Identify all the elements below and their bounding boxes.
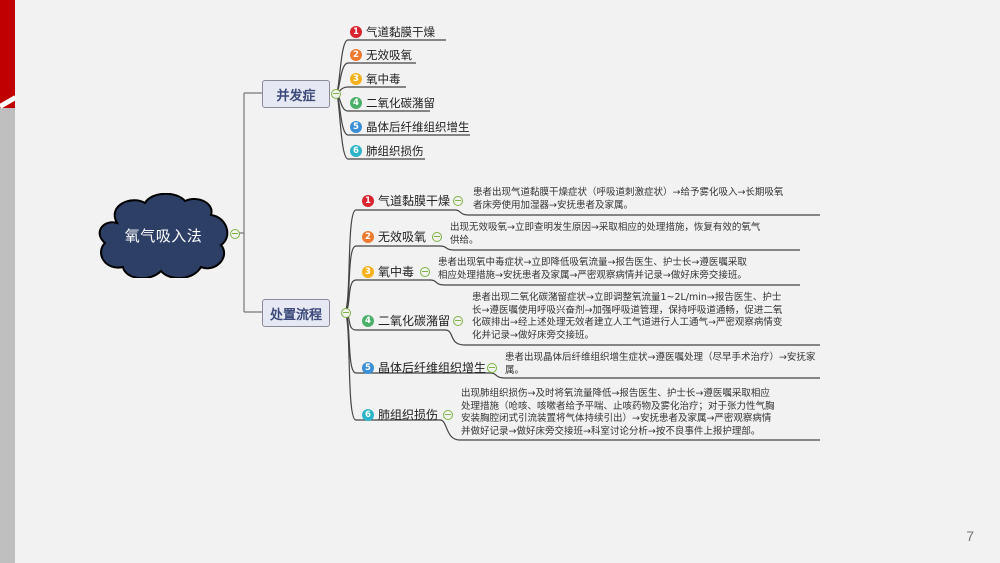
item-label: 二氧化碳潴留 [378, 314, 451, 328]
desc-line: 长→遵医嘱使用呼吸兴奋剂→加强呼吸道管理，保持呼吸道通畅，促进二氧 [472, 304, 783, 316]
branch-label: 处置流程 [269, 307, 322, 323]
desc-line: 化碳排出→经上述处理无效者建立人工气道进行人工通气→严密观察病情变 [472, 317, 783, 328]
number-4-icon: 4 [350, 97, 362, 109]
desc-line: 安装胸腔闭式引流装置将气体持续引出）→安抚患者及家属→严密观察病情 [461, 413, 772, 424]
number-6-icon: 6 [350, 145, 362, 157]
collapse-toggle-icon[interactable] [341, 308, 351, 318]
desc-line: 患者出现晶体后纤维组织增生症状→遵医嘱处理（尽早手术治疗）→安抚家 [505, 352, 816, 363]
complication-item[interactable]: 5 晶体后纤维组织增生 [350, 119, 470, 135]
item-label: 肺组织损伤 [378, 408, 439, 422]
branch-complications[interactable]: 并发症 [262, 80, 330, 108]
complication-item[interactable]: 6 肺组织损伤 [350, 143, 424, 159]
number-3-icon: 3 [362, 265, 374, 278]
complication-item[interactable]: 1 气道黏膜干燥 [350, 24, 435, 40]
desc-line: 患者出现气道黏膜干燥症状（呼吸道刺激症状）→给予雾化吸入→长期吸氧 [473, 187, 784, 198]
procedure-item[interactable]: 6 肺组织损伤 [362, 406, 438, 423]
procedure-description: 患者出现氧中毒症状→立即降低吸氧流量→报告医生、护士长→遵医嘱采取 相应处理措施… [438, 257, 747, 282]
item-label: 氧中毒 [378, 265, 415, 279]
number-1-icon: 1 [362, 194, 374, 207]
collapse-toggle-icon[interactable] [453, 316, 463, 326]
cloud-shape [98, 193, 229, 278]
desc-line: 处理措施（呛咳、咳嗽者给予平喘、止咳药物及雾化治疗；对于张力性气胸 [461, 400, 775, 412]
procedure-item[interactable]: 5 晶体后纤维组织增生 [362, 359, 486, 376]
collapse-toggle-icon[interactable] [331, 89, 341, 99]
decorative-red-bar [0, 0, 15, 115]
page-number: 7 [966, 528, 974, 544]
complication-item[interactable]: 4 二氧化碳潴留 [350, 95, 435, 111]
desc-line: 患者出现二氧化碳潴留症状→立即调整氧流量1~2L/min→报告医生、护士 [472, 292, 782, 303]
desc-line: 出现肺组织损伤→及时将氧流量降低→报告医生、护士长→遵医嘱采取相应 [461, 388, 770, 399]
item-label: 气道黏膜干燥 [378, 194, 451, 208]
item-label: 无效吸氧 [378, 230, 427, 244]
desc-line: 患者出现氧中毒症状→立即降低吸氧流量→报告医生、护士长→遵医嘱采取 [438, 257, 747, 268]
number-3-icon: 3 [350, 73, 362, 85]
number-4-icon: 4 [362, 314, 374, 327]
item-label: 氧中毒 [366, 72, 401, 86]
procedure-item[interactable]: 4 二氧化碳潴留 [362, 312, 450, 329]
number-5-icon: 5 [362, 361, 374, 374]
procedure-description: 出现无效吸氧→立即查明发生原因→采取相应的处理措施，恢复有效的氧气 供给。 [450, 222, 760, 247]
procedure-item[interactable]: 2 无效吸氧 [362, 228, 426, 245]
number-5-icon: 5 [350, 121, 362, 133]
desc-line: 相应处理措施→安抚患者及家属→严密观察病情并记录→做好床旁交接班。 [438, 269, 747, 281]
procedure-description: 患者出现气道黏膜干燥症状（呼吸道刺激症状）→给予雾化吸入→长期吸氧 者床旁使用加… [473, 187, 783, 212]
collapse-toggle-icon[interactable] [443, 410, 453, 420]
root-label: 氧气吸入法 [124, 227, 203, 245]
desc-line: 属。 [505, 364, 525, 376]
item-label: 晶体后纤维组织增生 [366, 120, 470, 134]
branch-label: 并发症 [276, 88, 316, 104]
item-label: 晶体后纤维组织增生 [378, 361, 487, 375]
procedure-item[interactable]: 1 气道黏膜干燥 [362, 192, 450, 209]
number-2-icon: 2 [362, 230, 374, 243]
number-1-icon: 1 [350, 26, 362, 38]
desc-line: 出现无效吸氧→立即查明发生原因→采取相应的处理措施，恢复有效的氧气 [450, 222, 761, 233]
item-label: 二氧化碳潴留 [366, 96, 435, 110]
collapse-toggle-icon[interactable] [487, 363, 497, 373]
collapse-toggle-icon[interactable] [420, 267, 430, 277]
root-node[interactable]: 氧气吸入法 [97, 193, 230, 278]
collapse-toggle-icon[interactable] [453, 196, 463, 206]
complication-item[interactable]: 3 氧中毒 [350, 71, 401, 87]
item-label: 气道黏膜干燥 [366, 25, 435, 39]
procedure-description: 患者出现二氧化碳潴留症状→立即调整氧流量1~2L/min→报告医生、护士 长→遵… [472, 292, 782, 342]
collapse-toggle-icon[interactable] [432, 232, 442, 242]
number-2-icon: 2 [350, 49, 362, 61]
desc-line: 者床旁使用加湿器→安抚患者及家属。 [473, 199, 633, 211]
procedure-description: 患者出现晶体后纤维组织增生症状→遵医嘱处理（尽早手术治疗）→安抚家 属。 [505, 352, 815, 377]
desc-line: 并做好记录→做好床旁交接班→科室讨论分析→按不良事件上报护理部。 [461, 425, 761, 437]
procedure-description: 出现肺组织损伤→及时将氧流量降低→报告医生、护士长→遵医嘱采取相应 处理措施（呛… [461, 388, 775, 438]
desc-line: 化并记录→做好床旁交接班。 [472, 329, 594, 341]
desc-line: 供给。 [450, 234, 479, 246]
number-6-icon: 6 [362, 408, 374, 421]
item-label: 无效吸氧 [366, 48, 412, 62]
item-label: 肺组织损伤 [366, 144, 424, 158]
collapse-toggle-icon[interactable] [230, 229, 240, 239]
decorative-gray-bar [0, 108, 15, 563]
branch-handling-procedure[interactable]: 处置流程 [262, 299, 330, 327]
procedure-item[interactable]: 3 氧中毒 [362, 263, 414, 280]
complication-item[interactable]: 2 无效吸氧 [350, 47, 412, 63]
